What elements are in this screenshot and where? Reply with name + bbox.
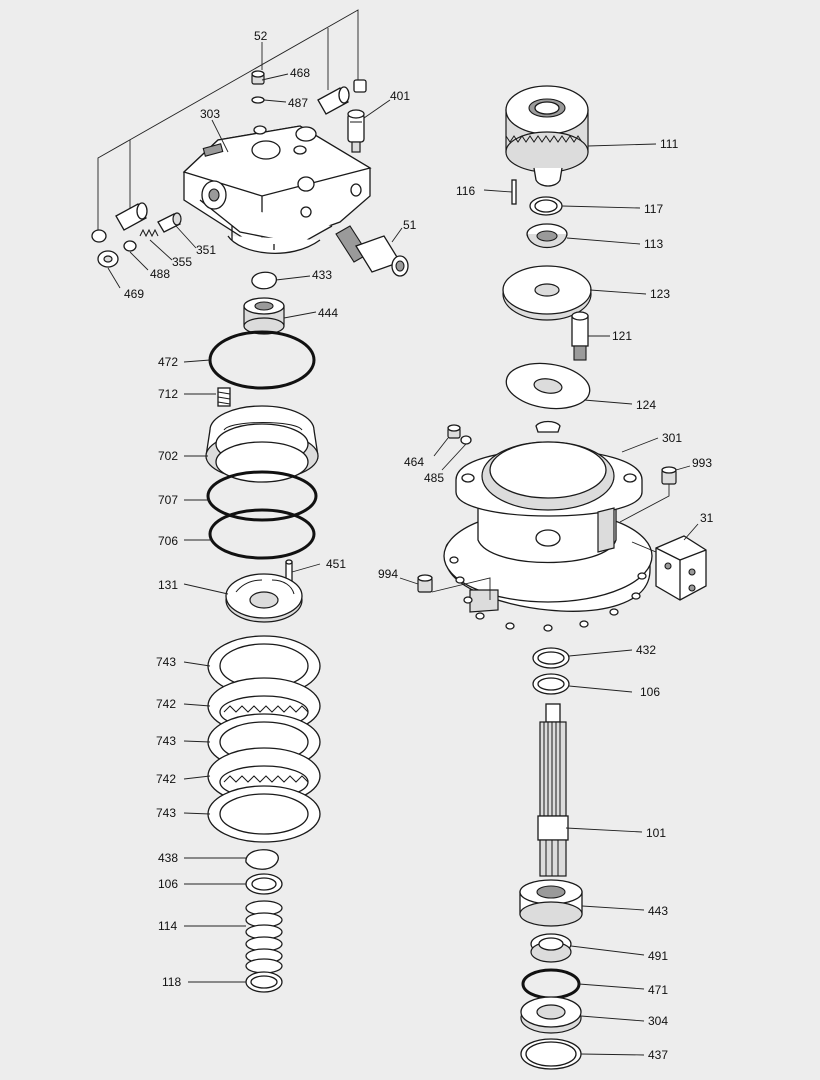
ring-437 bbox=[520, 1038, 582, 1070]
label-485: 485 bbox=[424, 471, 444, 485]
oring-706 bbox=[208, 508, 316, 560]
oring-487 bbox=[251, 96, 265, 104]
bearing-444 bbox=[243, 297, 285, 335]
label-742-2: 742 bbox=[156, 772, 176, 786]
label-464: 464 bbox=[404, 455, 424, 469]
label-743-1: 743 bbox=[156, 655, 176, 669]
label-994: 994 bbox=[378, 567, 398, 581]
part-labels: 52 468 487 401 303 51 351 355 488 469 43… bbox=[124, 29, 714, 1062]
plug-52-parts bbox=[91, 79, 367, 243]
label-124: 124 bbox=[636, 398, 656, 412]
seal-491 bbox=[530, 933, 572, 963]
retainer-plate-123 bbox=[502, 265, 592, 321]
label-468: 468 bbox=[290, 66, 310, 80]
ring-432 bbox=[532, 647, 570, 669]
ring-106-right bbox=[532, 673, 570, 695]
plug-468 bbox=[251, 70, 265, 85]
spring-355 bbox=[139, 228, 159, 238]
label-712: 712 bbox=[158, 387, 178, 401]
label-131: 131 bbox=[158, 578, 178, 592]
fitting-351 bbox=[157, 212, 182, 233]
label-106-left: 106 bbox=[158, 877, 178, 891]
plug-464 bbox=[447, 424, 461, 439]
label-106-right: 106 bbox=[640, 685, 660, 699]
ring-106-left bbox=[245, 873, 283, 895]
label-101: 101 bbox=[646, 826, 666, 840]
bushing-113 bbox=[526, 223, 568, 248]
label-743-2: 743 bbox=[156, 734, 176, 748]
label-993: 993 bbox=[692, 456, 712, 470]
spring-712 bbox=[217, 387, 231, 407]
label-121: 121 bbox=[612, 329, 632, 343]
label-437: 437 bbox=[648, 1048, 668, 1062]
label-444: 444 bbox=[318, 306, 338, 320]
brake-piston-702 bbox=[205, 405, 319, 483]
label-123: 123 bbox=[650, 287, 670, 301]
label-31: 31 bbox=[700, 511, 714, 525]
label-472: 472 bbox=[158, 355, 178, 369]
label-491: 491 bbox=[648, 949, 668, 963]
snap-ring-433 bbox=[251, 271, 277, 290]
cover-304 bbox=[520, 996, 582, 1034]
ring-118 bbox=[245, 971, 283, 993]
label-301: 301 bbox=[662, 431, 682, 445]
oring-707 bbox=[206, 470, 318, 522]
label-742-1: 742 bbox=[156, 697, 176, 711]
label-351: 351 bbox=[196, 243, 216, 257]
valve-plate-131 bbox=[225, 573, 303, 623]
valve-cover-303 bbox=[182, 125, 372, 254]
label-432: 432 bbox=[636, 643, 656, 657]
label-117: 117 bbox=[644, 202, 663, 216]
cylinder-block-111 bbox=[505, 85, 589, 187]
label-702: 702 bbox=[158, 449, 178, 463]
label-401: 401 bbox=[390, 89, 410, 103]
callout-52-bracket bbox=[97, 9, 359, 232]
label-51: 51 bbox=[403, 218, 417, 232]
bearing-443 bbox=[519, 879, 583, 927]
label-706: 706 bbox=[158, 534, 178, 548]
label-743-3: 743 bbox=[156, 806, 176, 820]
relief-valve-51 bbox=[335, 225, 409, 277]
label-707: 707 bbox=[158, 493, 178, 507]
label-111: 111 bbox=[660, 137, 679, 151]
label-433: 433 bbox=[312, 268, 332, 282]
plug-993 bbox=[661, 466, 677, 485]
label-469: 469 bbox=[124, 287, 144, 301]
label-116: 116 bbox=[456, 184, 475, 198]
label-303: 303 bbox=[200, 107, 220, 121]
label-113: 113 bbox=[644, 237, 663, 251]
plate-124 bbox=[505, 362, 591, 410]
label-52: 52 bbox=[254, 29, 268, 43]
ring-117 bbox=[529, 196, 563, 216]
leader-lines bbox=[107, 73, 699, 1056]
label-443: 443 bbox=[648, 904, 668, 918]
label-355: 355 bbox=[172, 255, 192, 269]
piston-121 bbox=[571, 311, 589, 361]
casing-301 bbox=[443, 420, 653, 632]
spring-114 bbox=[245, 900, 283, 974]
plug-401 bbox=[347, 109, 365, 153]
oring-471 bbox=[521, 968, 581, 1000]
plug-469 bbox=[97, 250, 119, 268]
block-31 bbox=[655, 535, 707, 601]
label-304: 304 bbox=[648, 1014, 668, 1028]
pin-116 bbox=[511, 179, 517, 205]
label-487: 487 bbox=[288, 96, 308, 110]
label-451: 451 bbox=[326, 557, 346, 571]
label-118: 118 bbox=[162, 975, 181, 989]
label-488: 488 bbox=[150, 267, 170, 281]
shaft-101 bbox=[537, 703, 569, 877]
friction-plate-743-3 bbox=[207, 785, 321, 843]
oring-488 bbox=[123, 240, 137, 252]
label-114: 114 bbox=[158, 919, 177, 933]
label-471: 471 bbox=[648, 983, 668, 997]
snap-ring-438 bbox=[245, 849, 279, 870]
plug-994 bbox=[417, 574, 433, 593]
label-438: 438 bbox=[158, 851, 178, 865]
oring-485 bbox=[460, 435, 472, 445]
oring-472 bbox=[208, 330, 316, 390]
